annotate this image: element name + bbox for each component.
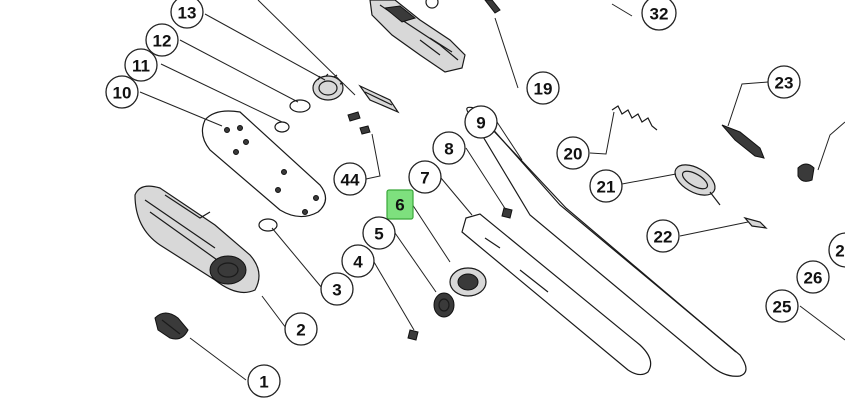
callout-3[interactable]: 3 xyxy=(320,272,354,306)
callout-label: 7 xyxy=(420,169,429,188)
callout-label: 13 xyxy=(178,4,197,23)
plate-part[interactable] xyxy=(358,84,400,114)
callout-25[interactable]: 25 xyxy=(765,289,799,323)
rod-part[interactable] xyxy=(484,0,501,14)
bolt-part[interactable] xyxy=(347,111,371,135)
o-ring-part[interactable] xyxy=(258,218,278,232)
callout-21[interactable]: 21 xyxy=(589,169,623,203)
callout-13[interactable]: 13 xyxy=(170,0,204,29)
screw-part[interactable] xyxy=(501,207,513,219)
callout-44[interactable]: 44 xyxy=(333,162,367,196)
callout-20[interactable]: 20 xyxy=(556,136,590,170)
spring-part[interactable] xyxy=(611,105,658,131)
cover-plate-part[interactable] xyxy=(201,110,327,218)
callout-label: 19 xyxy=(534,80,553,99)
callout-label: 12 xyxy=(153,32,172,51)
callout-label: 22 xyxy=(654,228,673,247)
callout-label: 8 xyxy=(444,140,453,159)
small-clip-part[interactable] xyxy=(274,121,290,133)
callout-label: 20 xyxy=(564,145,583,164)
pin-part[interactable] xyxy=(407,329,419,341)
callout-9[interactable]: 9 xyxy=(464,105,498,139)
drive-sprocket-part[interactable] xyxy=(433,292,455,318)
callout-2[interactable]: 2 xyxy=(284,312,318,346)
callout-label: 32 xyxy=(650,5,669,24)
callout-22[interactable]: 22 xyxy=(646,219,680,253)
callout-6-highlighted[interactable]: 6 xyxy=(395,196,404,215)
callout-label: 10 xyxy=(113,84,132,103)
callout-label: 4 xyxy=(353,253,363,272)
callout-label: 2 xyxy=(296,321,305,340)
clutch-cover-part[interactable] xyxy=(134,185,260,293)
highlight-box xyxy=(386,189,414,220)
tension-knob-part[interactable] xyxy=(154,312,189,340)
callout-11[interactable]: 11 xyxy=(124,48,158,82)
knob-part-edge[interactable] xyxy=(797,163,815,182)
callout-label: 2 xyxy=(835,242,844,261)
callout-label: 11 xyxy=(132,57,150,76)
callout-label: 44 xyxy=(341,171,360,190)
callout-label: 26 xyxy=(804,269,823,288)
guide-bar-part[interactable] xyxy=(461,213,652,376)
callout-27-partial[interactable]: 2 xyxy=(828,232,845,268)
callout-23[interactable]: 23 xyxy=(767,65,801,99)
callout-10[interactable]: 10 xyxy=(105,75,139,109)
circlip-part[interactable] xyxy=(289,99,311,113)
callout-4[interactable]: 4 xyxy=(341,244,375,278)
callout-label: 23 xyxy=(775,74,794,93)
saw-chain-part[interactable] xyxy=(466,106,747,377)
callout-26[interactable]: 26 xyxy=(796,260,830,294)
linkage-part[interactable] xyxy=(721,124,765,159)
callout-label: 21 xyxy=(597,178,616,197)
callout-1[interactable]: 1 xyxy=(247,364,281,398)
callout-5[interactable]: 5 xyxy=(362,216,396,250)
callout-7[interactable]: 7 xyxy=(408,160,442,194)
motor-housing-part[interactable] xyxy=(369,0,466,73)
chain-wheel-part[interactable] xyxy=(449,267,487,297)
callout-8[interactable]: 8 xyxy=(432,131,466,165)
tension-ring-part[interactable] xyxy=(670,159,721,206)
callout-12[interactable]: 12 xyxy=(145,23,179,57)
callout-label: 1 xyxy=(259,373,268,392)
callout-label: 5 xyxy=(374,225,383,244)
callout-32[interactable]: 32 xyxy=(641,0,677,31)
bracket-part[interactable] xyxy=(743,216,768,229)
callout-label: 9 xyxy=(476,114,485,133)
callout-label: 25 xyxy=(773,298,792,317)
callout-19[interactable]: 19 xyxy=(526,71,560,105)
callout-label: 6 xyxy=(395,196,404,215)
sprocket-gear-part[interactable] xyxy=(312,73,344,101)
leader-lines xyxy=(139,0,845,381)
callout-label: 3 xyxy=(332,281,341,300)
